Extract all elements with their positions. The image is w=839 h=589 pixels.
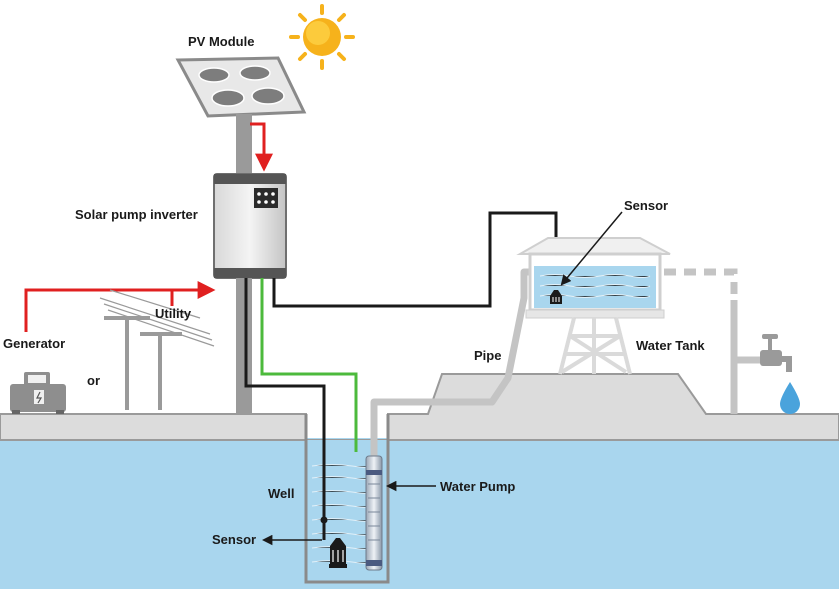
inverter-icon: [213, 173, 287, 414]
ground-and-water: [0, 373, 839, 589]
water-pipe: [370, 268, 540, 458]
ac-power-line: [24, 281, 216, 332]
faucet-icon: [760, 334, 792, 372]
label-well: Well: [268, 486, 295, 501]
pump-power-cable: [260, 278, 358, 452]
well-sensor-cable-node: [320, 516, 328, 524]
label-sensor-well: Sensor: [212, 532, 256, 547]
label-generator: Generator: [3, 336, 65, 351]
water-drop-icon: [780, 382, 800, 414]
well-sensor-cable: [244, 278, 326, 540]
sensor-icon: [329, 538, 347, 568]
tank-sensor-icon: [550, 290, 562, 304]
panel-pole: [236, 114, 252, 176]
label-pv-module: PV Module: [188, 34, 254, 49]
water-tank-icon: [516, 237, 671, 375]
label-or: or: [87, 373, 100, 388]
well-walls: [304, 414, 390, 584]
label-utility: Utility: [155, 306, 192, 321]
label-pipe: Pipe: [474, 348, 501, 363]
water-pump-icon: [365, 455, 383, 571]
ground-water: [0, 438, 839, 589]
generator-icon: [10, 372, 66, 414]
pv-power-line: [250, 122, 273, 172]
label-water-pump: Water Pump: [440, 479, 515, 494]
label-sensor-tank: Sensor: [624, 198, 668, 213]
label-solar-pump-inverter: Solar pump inverter: [75, 207, 198, 222]
sun-icon: [289, 4, 355, 70]
solar-panel-icon: [175, 56, 307, 176]
utility-pole-icon: [99, 289, 215, 410]
inverter-pole: [236, 278, 252, 414]
label-water-tank: Water Tank: [636, 338, 705, 353]
tank-sensor-arrow: [560, 211, 623, 286]
tank-sensor-cable: [272, 211, 558, 308]
